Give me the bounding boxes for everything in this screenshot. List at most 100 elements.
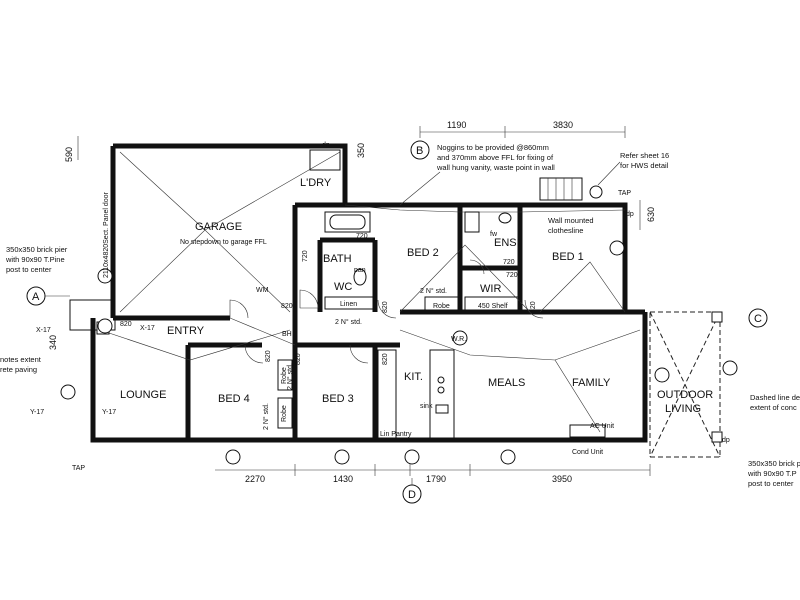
garage-roof-line [119,151,341,231]
svg-text:post to center: post to center [6,265,52,274]
bed1-label: BED 1 [552,251,584,263]
door-width-8: 820 [265,350,272,362]
door-swings [229,259,544,364]
dimension-lines [77,126,651,476]
toilet-pan [353,268,367,286]
window-tags [60,240,738,465]
y17-label-right: Y-17 [102,409,116,416]
outdoor-label-1: OUTDOOR [657,389,713,401]
door-width-10: 820 [382,353,389,365]
section-a-label: A [32,291,40,303]
pier-right-note: 350x350 brick p with 90x90 T.P post to c… [747,459,800,488]
dashed-note: Dashed line de extent of conc [750,393,800,412]
door-swing-bed4 [244,344,264,364]
x17-label-left: X-17 [36,327,51,334]
svg-text:Dashed line de: Dashed line de [750,393,800,402]
bathtub-inner [329,214,366,230]
svg-text:and 370mm above FFL for fixing: and 370mm above FFL for fixing of [437,153,554,162]
section-marker-b [410,140,430,160]
svg-text:with 90x90 T.Pine: with 90x90 T.Pine [5,255,65,264]
robe-bed4-bottom [277,397,293,429]
section-marker-c [748,308,768,328]
garage-door-note: 2110x4820Sect. Panel door [103,191,110,278]
wing-roof-line [344,204,626,213]
ensuite-shower [464,211,480,233]
door-swing-bed3 [349,344,369,364]
entry-roof-line [229,317,296,346]
svg-text:extent of conc: extent of conc [750,403,797,412]
door-width-6: 720 [503,259,515,266]
front-porch [69,299,116,331]
bathtub [324,211,371,233]
svg-text:Wall mounted: Wall mounted [548,216,594,225]
kitchen-label: KIT. [404,371,423,383]
dim-small-1: 350 [356,143,366,158]
fixtures [277,149,606,439]
bh-label: BH [282,331,292,338]
svg-text:wall hung vanity, waste point: wall hung vanity, waste point in wall [436,163,555,172]
walls [90,143,648,443]
door-swing-bed2 [377,299,397,319]
window-tag-4 [225,449,241,465]
dim-bottom-2: 1430 [333,474,353,484]
cooktop-2 [437,386,445,394]
door-width-2: 720 [356,233,368,240]
door-widths: 820 720 720 820 820 720 820 820 820 820 … [120,233,537,365]
window-tag-2 [97,268,113,284]
outdoor-living-area [649,311,723,458]
ac-unit [569,424,606,438]
tap-label-2: TAP [618,190,631,197]
window-tag-10 [609,240,625,256]
paving-note: notes extent rete paving [0,355,42,374]
pan-label: pan [354,267,366,274]
section-c-label: C [754,313,762,325]
kitchen-island [429,349,455,439]
y17-label-left: Y-17 [30,409,44,416]
living-roof-valley [554,359,601,433]
svg-text:rete paving: rete paving [0,365,37,374]
garage-note: No stepdown to garage FFL [180,239,267,246]
cond-unit-label: Cond Unit [572,449,603,456]
dim-left-2: 340 [48,335,58,350]
window-tag-7 [500,449,516,465]
dp-label-1: dp [322,142,330,149]
dim-bottom-3: 1790 [426,474,446,484]
ensuite-basin [498,212,512,224]
robe-bed4-label: Robe [281,367,288,384]
dim-bottom-1: 2270 [245,474,265,484]
section-d-label: D [408,489,416,501]
robe-bed4-top [277,359,293,391]
svg-text:Noggins to be provided @860mm: Noggins to be provided @860mm [437,143,549,152]
dim-bottom-4: 3950 [552,474,572,484]
bed4-label: BED 4 [218,393,250,405]
meals-label: MEALS [488,377,525,389]
wc-label: WC [334,281,352,293]
window-tag-5 [334,449,350,465]
robe-bed3-label: Robe [281,405,288,422]
garage-roof-line-2 [119,229,291,313]
rear-wall [90,312,648,443]
tap-label-1: TAP [72,465,85,472]
hws-note: Refer sheet 16 for HWS detail [597,151,669,186]
brick-pier-right-top [711,311,723,323]
door-swing-bath [299,289,319,309]
dp-label-3: dp [722,437,730,444]
door-width-4: 820 [382,301,389,313]
bed1-roof-line [539,261,626,313]
hws-platform [539,177,583,201]
wm-label: WM [256,287,269,294]
wir-label: WIR [480,283,501,295]
pantry-label: Lin Pantry [380,431,412,438]
noggins-note: Noggins to be provided @860mm and 370mm … [399,143,555,206]
svg-text:350x350 brick p: 350x350 brick p [748,459,800,468]
dim-top-2: 3830 [553,120,573,130]
std-label-b: 2 N° std. [335,318,362,326]
living-roof-line [399,329,641,361]
std-label-d: 2 N° std. [262,403,270,430]
dim-left-1: 590 [64,147,74,162]
lounge-label: LOUNGE [120,389,166,401]
laundry-tub [309,149,341,171]
bed-roof-line [399,244,531,313]
hws-unit [589,185,603,199]
